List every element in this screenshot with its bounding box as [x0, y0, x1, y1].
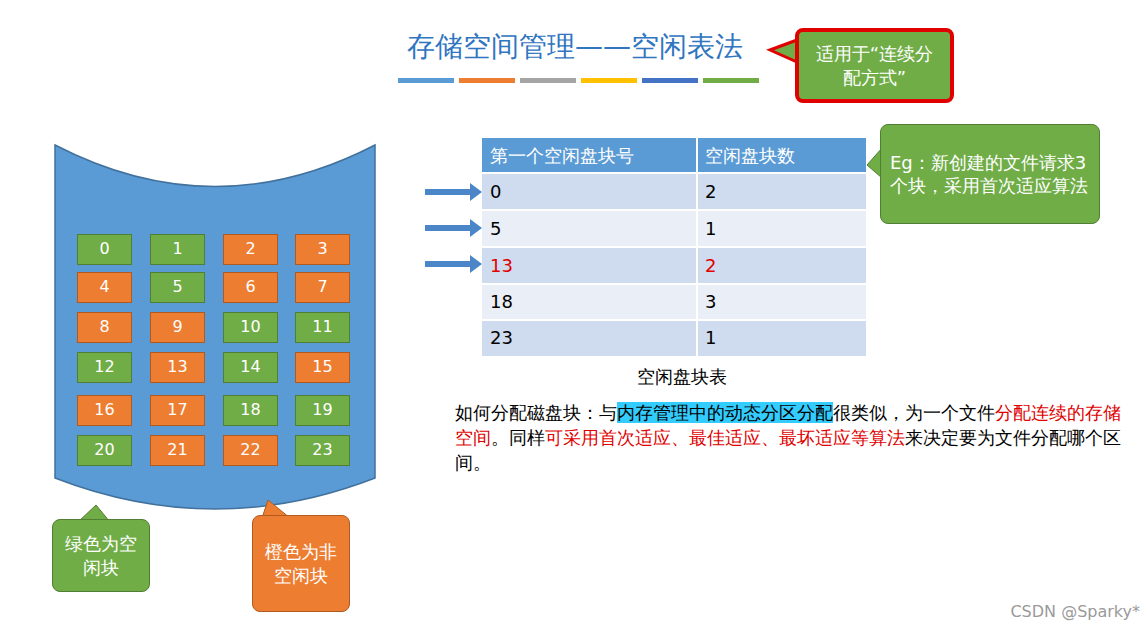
paragraph-run: 如何分配磁盘块：与	[455, 402, 617, 423]
free-block: 5	[150, 272, 205, 303]
example-callout: Eg：新创建的文件请求3个块，采用首次适应算法	[880, 124, 1100, 224]
block-number: 18	[240, 400, 260, 421]
disk-cylinder	[55, 145, 375, 509]
title: 存储空间管理——空闲表法	[360, 28, 790, 66]
block-number: 3	[317, 239, 327, 260]
free-block: 23	[295, 435, 350, 466]
used-block: 6	[223, 272, 278, 303]
free-block: 20	[77, 435, 132, 466]
used-block: 4	[77, 272, 132, 303]
free-block: 10	[223, 312, 278, 343]
block-number: 6	[245, 277, 255, 298]
block-number: 8	[99, 317, 109, 338]
note-callout: 适用于“连续分配方式”	[795, 28, 954, 103]
free-block: 19	[295, 395, 350, 426]
block-number: 16	[94, 400, 114, 421]
block-number: 11	[312, 317, 332, 338]
block-number: 10	[240, 317, 260, 338]
block-number: 2	[245, 239, 255, 260]
table-cell: 13	[490, 247, 695, 284]
paragraph-run: 可采用首次适应、最佳适应、最坏适应等算法	[545, 427, 905, 448]
table-caption: 空闲盘块表	[582, 365, 782, 388]
free-block: 0	[77, 234, 132, 265]
row-pointer-arrow	[425, 183, 482, 273]
callout-text: 适用于“连续分配方式”	[807, 42, 942, 89]
paragraph-run: 内存管理中的动态分区分配	[617, 402, 833, 423]
free-block: 11	[295, 312, 350, 343]
paragraph-run: 很类似，为一个文件	[833, 402, 995, 423]
block-number: 21	[167, 440, 187, 461]
table-cell: 1	[705, 210, 865, 247]
used-block: 17	[150, 395, 205, 426]
table-cell: 1	[705, 320, 865, 356]
free-block: 18	[223, 395, 278, 426]
title-underline	[398, 78, 759, 83]
explanation-paragraph: 如何分配磁盘块：与内存管理中的动态分区分配很类似，为一个文件分配连续的存储空间。…	[455, 400, 1135, 476]
paragraph-run: 。同样	[491, 427, 545, 448]
block-number: 9	[172, 317, 182, 338]
block-number: 14	[240, 357, 260, 378]
block-number: 7	[317, 277, 327, 298]
table-header: 第一个空闲盘块号	[490, 138, 695, 173]
block-number: 23	[312, 440, 332, 461]
table-cell: 0	[490, 173, 695, 210]
used-block: 15	[295, 352, 350, 383]
block-number: 1	[172, 239, 182, 260]
callout-text: 绿色为空闲块	[64, 532, 138, 579]
table-cell: 5	[490, 210, 695, 247]
block-number: 22	[240, 440, 260, 461]
used-block: 7	[295, 272, 350, 303]
used-block: 16	[77, 395, 132, 426]
used-block: 13	[150, 352, 205, 383]
block-number: 20	[94, 440, 114, 461]
table-cell: 18	[490, 284, 695, 320]
callout-pointer	[770, 40, 797, 62]
block-number: 12	[94, 357, 114, 378]
table-cell: 3	[705, 284, 865, 320]
table-cell: 23	[490, 320, 695, 356]
table-cell: 2	[705, 173, 865, 210]
block-number: 4	[99, 277, 109, 298]
free-block: 12	[77, 352, 132, 383]
free-block: 1	[150, 234, 205, 265]
used-block: 2	[223, 234, 278, 265]
block-number: 15	[312, 357, 332, 378]
block-number: 17	[167, 400, 187, 421]
used-block: 8	[77, 312, 132, 343]
legend-callout: 绿色为空闲块	[52, 519, 150, 592]
used-block: 21	[150, 435, 205, 466]
table-header: 空闲盘块数	[705, 138, 865, 173]
block-number: 13	[167, 357, 187, 378]
used-block: 9	[150, 312, 205, 343]
free-block: 14	[223, 352, 278, 383]
table-cell: 2	[705, 247, 865, 284]
callout-text: Eg：新创建的文件请求3个块，采用首次适应算法	[890, 151, 1090, 198]
table-grid	[482, 138, 866, 356]
used-block: 3	[295, 234, 350, 265]
legend-callout: 橙色为非空闲块	[252, 515, 350, 612]
block-number: 0	[99, 239, 109, 260]
used-block: 22	[223, 435, 278, 466]
block-number: 19	[312, 400, 332, 421]
watermark: CSDN @Sparky*	[960, 602, 1140, 623]
block-number: 5	[172, 277, 182, 298]
callout-text: 橙色为非空闲块	[264, 540, 338, 587]
